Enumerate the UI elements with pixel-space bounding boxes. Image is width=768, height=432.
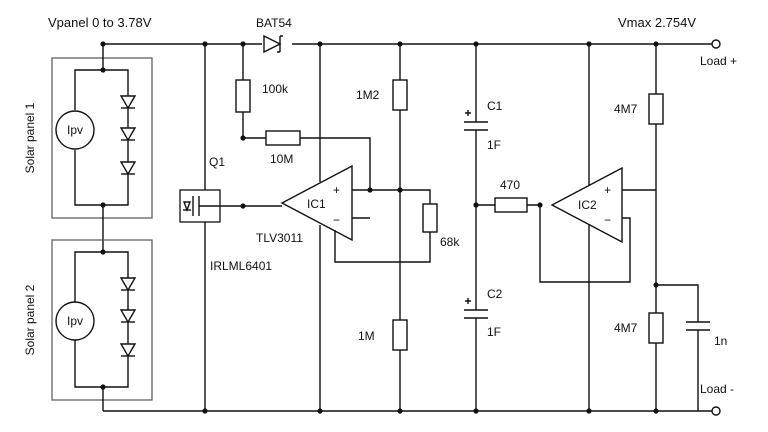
load-plus-label: Load + (700, 54, 737, 68)
ic1-part-label: TLV3011 (256, 231, 303, 245)
ic2-plus: + (604, 183, 611, 197)
solar-panel-2-label: Solar panel 2 (23, 284, 37, 355)
label-4m7-top: 4M7 (614, 102, 638, 116)
resistor-4m7-top (648, 44, 664, 313)
label-470: 470 (500, 178, 520, 192)
label-1n: 1n (714, 334, 727, 348)
label-1m2: 1M2 (356, 88, 380, 102)
ipv-label-2: Ipv (67, 314, 83, 328)
resistor-1m2 (392, 44, 408, 320)
label-10m: 10M (270, 152, 293, 166)
load-plus-terminal (711, 39, 721, 49)
solar-panel-1-label: Solar panel 1 (23, 102, 37, 173)
label-100k: 100k (262, 82, 289, 96)
q1-label: Q1 (209, 155, 225, 169)
load-minus-label: Load - (700, 382, 734, 396)
ic1-plus: + (333, 183, 340, 197)
q1-mosfet (179, 44, 282, 411)
resistor-1m (392, 319, 408, 411)
capacitor-c2 (464, 298, 488, 319)
bat54-label: BAT54 (256, 16, 292, 30)
c2-value: 1F (487, 325, 501, 339)
label-68k: 68k (440, 235, 460, 249)
bat54-diode (263, 34, 283, 54)
label-1m: 1M (358, 329, 375, 343)
c1-value: 1F (487, 138, 501, 152)
ic2-minus: − (604, 213, 611, 227)
solar-panel-1 (51, 44, 153, 252)
q1-part-label: IRLML6401 (210, 259, 272, 273)
solar-panel-2 (51, 239, 153, 411)
c2-label: C2 (487, 287, 503, 301)
c1-label: C1 (487, 99, 503, 113)
ipv-source-2 (55, 301, 95, 341)
ipv-label-1: Ipv (67, 123, 83, 137)
resistor-68k (400, 189, 438, 233)
vpanel-label: Vpanel 0 to 3.78V (48, 15, 152, 30)
capacitor-c1 (464, 44, 488, 411)
ic1-comparator (280, 44, 431, 411)
ic2-buffer (539, 44, 656, 411)
resistor-10m (243, 130, 371, 190)
vmax-label: Vmax 2.754V (618, 15, 696, 30)
junction-dots (100, 41, 659, 414)
ic2-label: IC2 (578, 198, 597, 212)
resistor-470 (476, 197, 540, 213)
load-minus-terminal (711, 406, 721, 416)
label-4m7-bottom: 4M7 (614, 321, 638, 335)
capacitor-1n (656, 284, 710, 411)
ipv-source-1 (55, 110, 95, 150)
resistor-4m7-bottom (648, 312, 664, 411)
ic1-label: IC1 (307, 197, 326, 211)
ic1-minus: − (333, 213, 340, 227)
resistor-100k (235, 44, 251, 138)
